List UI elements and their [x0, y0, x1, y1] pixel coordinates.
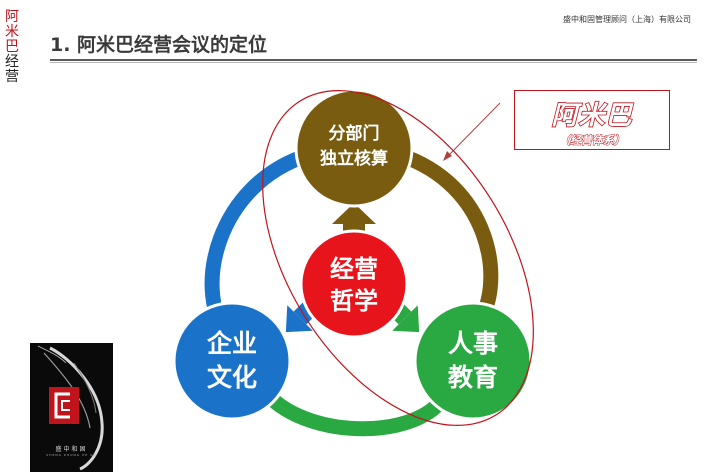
right-node-line2: 教育 — [447, 363, 498, 392]
sidebar-section-label: 阿米巴 经营 — [3, 10, 21, 85]
top-node-line1: 分部门 — [328, 124, 380, 144]
center-node-line2: 哲学 — [330, 287, 378, 315]
left-node-line1: 企业 — [206, 329, 257, 358]
left-node-label: 企业 文化 — [182, 327, 282, 395]
company-logo: 盛中和固 SHENG ZHONG HE GU — [30, 343, 113, 472]
title-divider — [50, 59, 697, 61]
ring-arc-bottom — [260, 387, 453, 437]
amoeba-callout: 阿米巴 （经营体系） — [514, 90, 670, 150]
top-node-label: 分部门 独立核算 — [294, 122, 414, 172]
center-circle — [299, 229, 409, 339]
left-circle — [172, 301, 292, 421]
right-node-label: 人事 教育 — [423, 327, 523, 395]
ring-arc-right — [392, 147, 499, 328]
title-divider-thin — [50, 62, 697, 63]
top-node-line2: 独立核算 — [320, 149, 388, 169]
center-node-line1: 经营 — [330, 255, 378, 283]
highlight-ellipse — [262, 90, 534, 426]
amoeba-callout-subtitle: （经营体系） — [559, 134, 626, 148]
logo-subcaption: SHENG ZHONG HE GU — [46, 453, 97, 457]
callout-leader — [446, 102, 501, 158]
callout-leader-arrowhead — [443, 151, 452, 161]
right-node-line1: 人事 — [447, 329, 498, 358]
company-name: 盛中和固管理顾问（上海）有限公司 — [563, 15, 691, 24]
page-title: 1. 阿米巴经营会议的定位 — [50, 34, 268, 56]
center-node-label: 经营 哲学 — [304, 253, 404, 317]
top-circle — [294, 88, 414, 208]
logo-caption: 盛中和固 — [55, 446, 88, 453]
sidebar-label-red: 阿米巴 — [5, 9, 19, 55]
logo-artwork — [37, 345, 104, 471]
amoeba-callout-title: 阿米巴 — [551, 100, 633, 132]
sidebar-label-dark: 经营 — [5, 54, 19, 85]
left-node-line2: 文化 — [206, 363, 257, 392]
